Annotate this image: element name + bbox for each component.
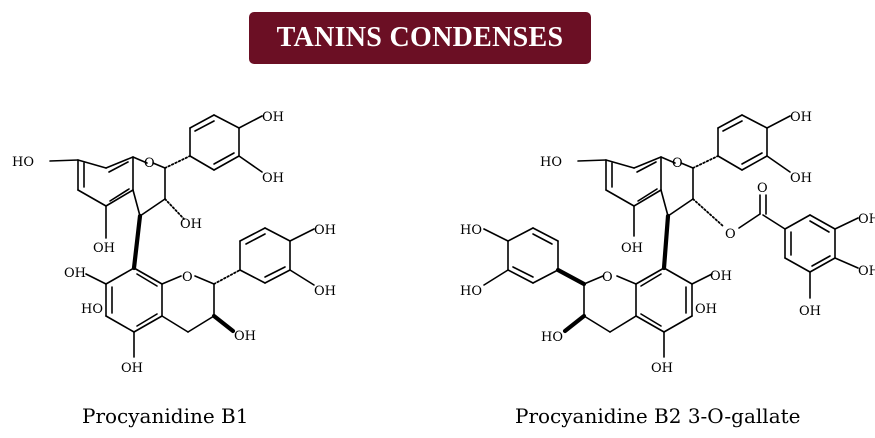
b2-upper-b-ring [717,114,768,171]
hydroxyl-label: OH [858,264,875,279]
hydroxyl-label: OH [799,304,821,319]
hydroxyl-label: OH [858,212,875,227]
b2-upper-a-ring [605,156,662,207]
hydroxyl-label: OH [262,171,284,186]
hydroxyl-label: HO [540,155,562,170]
hydroxyl-label: OH [695,302,717,317]
b1-upper-a-ring [77,156,134,207]
hydroxyl-label: OH [234,329,256,344]
ring-oxygen-label: O [182,270,193,285]
b2-lower-b-ring [507,227,559,284]
b1-upper-b-ring [189,114,240,171]
hydroxyl-label: OH [180,217,202,232]
hydroxyl-label: HO [12,155,34,170]
molecule-procyanidine-b2-gallate: HO O OH OH O O OH OH OH OH HO HO O OH OH… [460,110,875,376]
b1-upper-c-ring [132,156,166,217]
hydroxyl-label: HO [81,302,103,317]
b2-upper-c-ring [660,156,694,217]
b1-lower-b-ring [239,227,291,284]
galloyl-ester-group [738,194,859,299]
b2-lower-c-ring [583,275,637,333]
hydroxyl-label: OH [710,269,732,284]
hydroxyl-label: OH [651,361,673,376]
hydroxyl-label: OH [621,241,643,256]
ring-oxygen-label: O [602,270,613,285]
hydroxyl-label: OH [121,361,143,376]
hydroxyl-label: HO [460,284,482,299]
molecule-procyanidine-b1: HO O OH OH OH OH OH HO O OH OH OH OH [12,110,336,376]
page-title: TANINS CONDENSES [276,22,564,53]
ester-oxygen-label: O [725,227,736,242]
ring-oxygen-label: O [144,156,155,171]
b2-lower-a-ring [635,267,693,333]
hydroxyl-label: OH [93,241,115,256]
b1-lower-a-ring [105,267,163,333]
hydroxyl-label: OH [64,266,86,281]
b1-lower-c-ring [161,275,215,333]
hydroxyl-label: OH [262,110,284,125]
title-banner: TANINS CONDENSES [249,12,591,64]
hydroxyl-label: OH [790,110,812,125]
hydroxyl-label: OH [790,171,812,186]
hydroxyl-label: HO [541,330,563,345]
carbonyl-oxygen-label: O [757,181,768,196]
caption-procyanidine-b1: Procyanidine B1 [82,404,249,428]
hydroxyl-label: HO [460,223,482,238]
caption-procyanidine-b2-gallate: Procyanidine B2 3-O-gallate [515,404,801,428]
hydroxyl-label: OH [314,223,336,238]
ring-oxygen-label: O [672,156,683,171]
hydroxyl-label: OH [314,284,336,299]
